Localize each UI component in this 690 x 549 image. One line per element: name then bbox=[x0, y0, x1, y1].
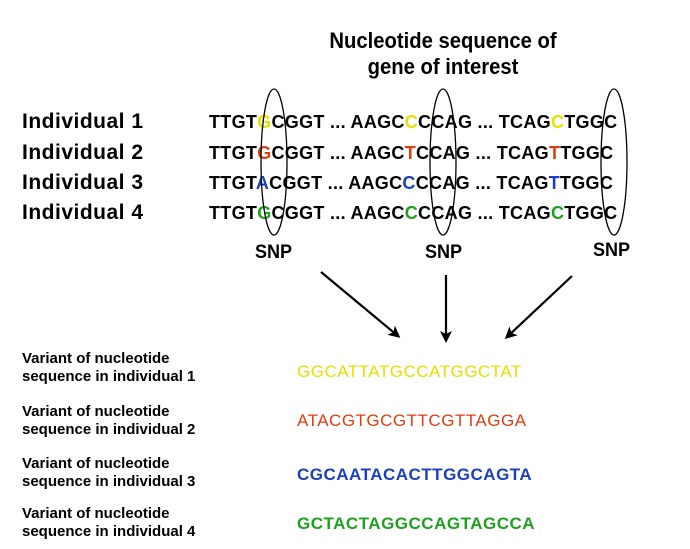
seq-segment: CCAG ... TCAG bbox=[415, 173, 549, 193]
snp-label-3: SNP bbox=[592, 240, 631, 261]
seq-segment: TGGC bbox=[560, 143, 614, 163]
individual-label: Individual 2 bbox=[22, 141, 144, 164]
individual-label: Individual 3 bbox=[22, 171, 144, 194]
seq-segment: CCAG ... TCAG bbox=[418, 203, 551, 223]
variant-label-line-1: Variant of nucleotide bbox=[22, 455, 170, 472]
snp-base-2: C bbox=[404, 203, 419, 223]
sequence: TTGTACGGT ... AAGCCCCAG ... TCAGTTGGC bbox=[209, 173, 613, 194]
variant-sequence: CGCAATACACTTGGCAGTA bbox=[297, 465, 533, 484]
snp-base-1: G bbox=[257, 112, 272, 132]
seq-segment: TTGT bbox=[209, 112, 258, 132]
arrow-3 bbox=[504, 275, 573, 340]
variant-label-line-1: Variant of nucleotide bbox=[22, 350, 170, 367]
title-line-2: gene of interest bbox=[367, 54, 519, 79]
seq-segment: CGGT ... AAGC bbox=[271, 143, 405, 163]
variant-label-line-1: Variant of nucleotide bbox=[22, 505, 170, 522]
individual-label: Individual 4 bbox=[22, 201, 144, 224]
variant-label-line-2: sequence in individual 4 bbox=[22, 523, 196, 540]
snp-label-1: SNP bbox=[254, 242, 293, 263]
variant-label-line-2: sequence in individual 2 bbox=[22, 421, 196, 438]
seq-segment: TGGC bbox=[559, 173, 614, 193]
snp-base-3: T bbox=[548, 143, 561, 163]
variant-sequence: ATACGTGCGTTCGTTAGGA bbox=[297, 411, 527, 430]
individual-label: Individual 1 bbox=[22, 110, 144, 133]
seq-segment: TTGT bbox=[209, 143, 258, 163]
seq-segment: CGGT ... AAGC bbox=[271, 112, 405, 132]
seq-segment: TTGT bbox=[209, 173, 256, 193]
snp-base-2: C bbox=[402, 173, 416, 193]
variant-sequence: GCTACTAGGCCAGTAGCCA bbox=[297, 514, 536, 533]
variant-label-line-2: sequence in individual 3 bbox=[22, 473, 196, 490]
snp-base-2: T bbox=[404, 143, 417, 163]
snp-ellipse-2 bbox=[429, 88, 457, 236]
sequence: TTGTGCGGT ... AAGCCCCAG ... TCAGCTGGC bbox=[209, 112, 617, 133]
variant-sequence: GGCATTATGCCATGGCTAT bbox=[297, 362, 522, 381]
snp-base-3: T bbox=[548, 173, 560, 193]
variant-label-line-2: sequence in individual 1 bbox=[22, 368, 196, 385]
variant-label-line-1: Variant of nucleotide bbox=[22, 403, 170, 420]
snp-label-2: SNP bbox=[424, 242, 463, 263]
seq-segment: TTGT bbox=[209, 203, 258, 223]
arrow-1 bbox=[320, 271, 401, 338]
snp-base-3: C bbox=[550, 112, 565, 132]
seq-segment: CGGT ... AAGC bbox=[271, 203, 405, 223]
title-line-1: Nucleotide sequence of bbox=[329, 28, 557, 53]
seq-segment: CGGT ... AAGC bbox=[269, 173, 403, 193]
snp-base-3: C bbox=[550, 203, 565, 223]
snp-ellipse-1 bbox=[260, 88, 288, 236]
snp-base-2: C bbox=[404, 112, 419, 132]
snp-ellipse-3 bbox=[600, 88, 628, 236]
sequence: TTGTGCGGT ... AAGCCCCAG ... TCAGCTGGC bbox=[209, 203, 617, 224]
snp-base-1: A bbox=[255, 173, 270, 193]
